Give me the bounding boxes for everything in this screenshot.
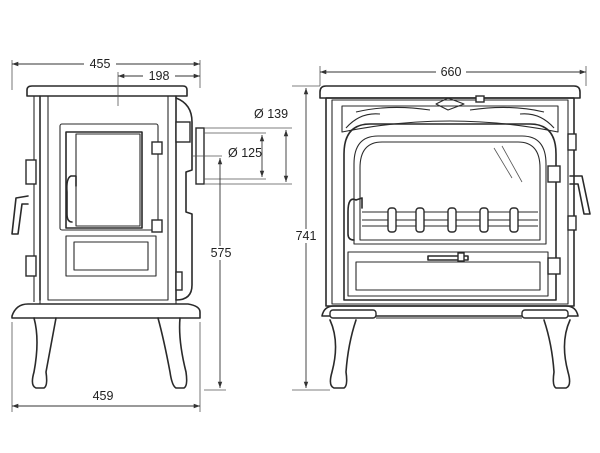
- front-door-handle-icon: [347, 197, 363, 241]
- front-body: [325, 97, 575, 307]
- dim-total-height: 741: [296, 229, 317, 243]
- dim-front-width: 660: [441, 65, 462, 79]
- side-rear-hinge-bottom: [25, 255, 37, 277]
- front-hinge-bottom: [547, 257, 561, 275]
- front-door-glass: [353, 135, 547, 245]
- front-leg-left: [329, 319, 357, 389]
- front-base-foot-left: [329, 309, 377, 319]
- front-door-glass-inner: [359, 141, 541, 241]
- side-flue-collar: [175, 97, 193, 301]
- front-body-inner: [331, 99, 569, 305]
- side-flue-spigot-lower: [175, 271, 183, 291]
- front-view: [319, 85, 591, 389]
- side-handle-icon: [11, 195, 29, 235]
- side-door-hinge-bottom: [151, 219, 163, 233]
- side-dimensions: 455 198 Ø 139 Ø 125 575 459: [11, 56, 292, 412]
- side-door-frame: [59, 123, 159, 231]
- front-side-bracket-lower: [567, 215, 577, 231]
- dim-flue-inner-dia: Ø 125: [228, 146, 262, 160]
- front-air-slider-knob: [457, 252, 465, 262]
- side-view: [11, 85, 205, 389]
- side-lower-panel-inner: [73, 241, 149, 271]
- front-decor-diamond: [435, 97, 465, 111]
- front-ash-pan: [347, 251, 549, 297]
- front-leg-right: [543, 319, 571, 389]
- side-door-hinge-top: [151, 141, 163, 155]
- side-body-panel: [47, 96, 169, 301]
- side-lower-panel: [65, 235, 157, 277]
- front-hinge-top: [547, 165, 561, 183]
- front-decor-panel: [341, 105, 559, 133]
- front-side-handle-icon: [569, 175, 591, 215]
- front-ash-pan-inner: [355, 261, 541, 291]
- front-base: [321, 305, 579, 317]
- dim-flue-outer-dia: Ø 139: [254, 107, 288, 121]
- side-leg-front: [157, 317, 188, 389]
- side-base-joint: [39, 300, 177, 304]
- front-decor-badge: [475, 95, 485, 103]
- front-glass-reflection: [493, 145, 523, 183]
- front-grate: [362, 207, 538, 233]
- front-air-slider: [427, 255, 469, 261]
- side-door-glass-inner: [75, 133, 141, 227]
- dim-side-depth-base: 459: [93, 389, 114, 403]
- front-door: [343, 123, 557, 301]
- side-leg-rear: [31, 317, 57, 389]
- side-top-plate: [26, 85, 188, 97]
- side-rear-hinge-top: [25, 159, 37, 185]
- front-base-foot-right: [521, 309, 569, 319]
- front-decor-scroll: [345, 106, 555, 129]
- side-door-glass: [65, 131, 143, 229]
- dim-side-flue-offset: 198: [149, 69, 170, 83]
- front-dimensions: 660 741: [291, 64, 587, 391]
- side-flue-spigot: [175, 121, 191, 143]
- dim-flue-height: 575: [211, 246, 232, 260]
- side-door-handle-icon: [66, 175, 77, 223]
- dim-side-depth-top: 455: [90, 57, 111, 71]
- front-side-bracket: [567, 133, 577, 151]
- side-base: [11, 303, 201, 319]
- front-top-plate: [319, 85, 581, 99]
